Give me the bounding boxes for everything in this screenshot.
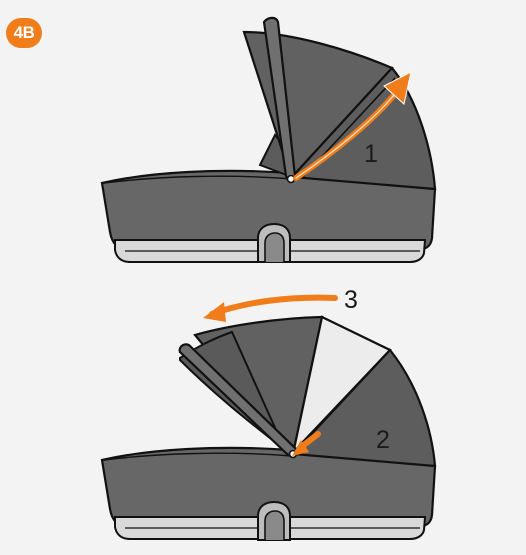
callout-2: 2 — [376, 426, 390, 454]
canopy-raise-illustration: 1 — [58, 0, 502, 275]
canopy-fold-illustration: 2 3 — [58, 280, 502, 555]
callout-3: 3 — [344, 286, 358, 314]
canopy-front — [290, 348, 437, 468]
callout-1: 1 — [364, 140, 378, 168]
step-badge: 4B — [6, 18, 42, 48]
fold-back-arrow — [209, 294, 338, 317]
